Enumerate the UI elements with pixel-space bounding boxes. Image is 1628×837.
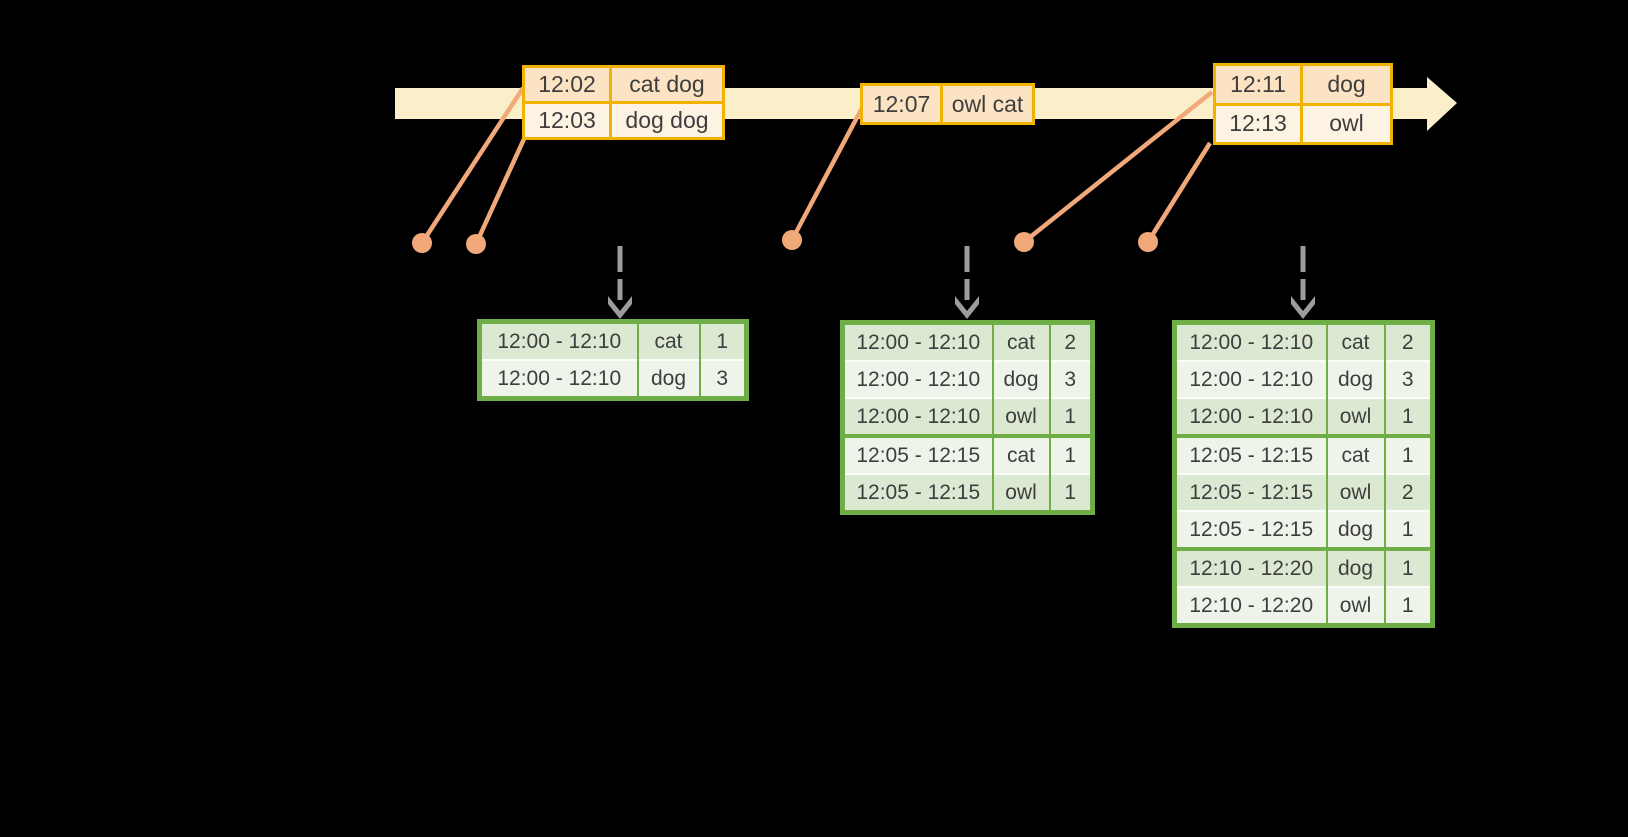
table-row: 12:00 - 12:10 cat 2 bbox=[842, 322, 1093, 361]
event-time: 12:02 bbox=[538, 71, 596, 97]
count-cell: 2 bbox=[1383, 322, 1433, 361]
count-cell: 1 bbox=[1383, 547, 1433, 587]
event-time: 12:03 bbox=[538, 107, 596, 133]
window-cell: 12:00 - 12:10 bbox=[1174, 322, 1327, 361]
table-row: 12:05 - 12:15 owl 1 bbox=[842, 473, 1093, 513]
table-row: 12:05 - 12:15 cat 1 bbox=[842, 434, 1093, 474]
event-dot-1203 bbox=[466, 234, 486, 254]
event-row: 12:03 dog dog bbox=[525, 101, 722, 137]
window-cell: 12:00 - 12:10 bbox=[1174, 360, 1327, 398]
word-cell: owl bbox=[1325, 397, 1385, 436]
count-cell: 3 bbox=[1048, 360, 1093, 398]
event-row: 12:11 dog bbox=[1216, 66, 1390, 103]
result-table-3: 12:00 - 12:10 cat 2 12:00 - 12:10 dog 3 … bbox=[1172, 320, 1435, 628]
event-row: 12:02 cat dog bbox=[525, 68, 722, 101]
window-cell: 12:05 - 12:15 bbox=[1174, 473, 1327, 511]
window-cell: 12:00 - 12:10 bbox=[479, 359, 638, 399]
count-cell: 2 bbox=[1048, 322, 1093, 361]
result-table-2: 12:00 - 12:10 cat 2 12:00 - 12:10 dog 3 … bbox=[840, 320, 1095, 515]
count-cell: 1 bbox=[1383, 586, 1433, 626]
window-cell: 12:10 - 12:20 bbox=[1174, 547, 1327, 587]
table-row: 12:00 - 12:10 cat 2 bbox=[1174, 322, 1433, 361]
window-cell: 12:00 - 12:10 bbox=[842, 397, 993, 436]
event-dot-1207 bbox=[782, 230, 802, 250]
window-cell: 12:00 - 12:10 bbox=[842, 322, 993, 361]
table-row: 12:05 - 12:15 cat 1 bbox=[1174, 434, 1433, 474]
window-cell: 12:00 - 12:10 bbox=[479, 321, 638, 360]
table-row: 12:05 - 12:15 dog 1 bbox=[1174, 510, 1433, 549]
event-words: dog bbox=[1300, 66, 1390, 103]
count-cell: 1 bbox=[1383, 397, 1433, 436]
event-dot-1211 bbox=[1014, 232, 1034, 252]
event-box-1: 12:02 cat dog 12:03 dog dog bbox=[522, 65, 725, 140]
count-cell: 3 bbox=[698, 359, 747, 399]
table-row: 12:10 - 12:20 dog 1 bbox=[1174, 547, 1433, 587]
trigger-arrow-3-icon bbox=[1291, 246, 1315, 319]
trigger-arrow-2-icon bbox=[955, 246, 979, 319]
word-cell: dog bbox=[1325, 547, 1385, 587]
count-cell: 2 bbox=[1383, 473, 1433, 511]
word-cell: dog bbox=[636, 359, 700, 399]
window-cell: 12:10 - 12:20 bbox=[1174, 586, 1327, 626]
word-cell: owl bbox=[991, 473, 1050, 513]
window-cell: 12:05 - 12:15 bbox=[842, 434, 993, 474]
event-box-3: 12:11 dog 12:13 owl bbox=[1213, 63, 1393, 145]
count-cell: 1 bbox=[1383, 510, 1433, 549]
word-cell: cat bbox=[991, 322, 1050, 361]
word-cell: owl bbox=[1325, 473, 1385, 511]
table-row: 12:10 - 12:20 owl 1 bbox=[1174, 586, 1433, 626]
event-dot-1213 bbox=[1138, 232, 1158, 252]
trigger-arrow-1-icon bbox=[608, 246, 632, 319]
word-cell: cat bbox=[991, 434, 1050, 474]
connector-line-1211 bbox=[1022, 90, 1214, 244]
connector-line-1213 bbox=[1146, 141, 1212, 244]
event-words: owl bbox=[1300, 105, 1390, 142]
event-time: 12:13 bbox=[1229, 110, 1287, 137]
count-cell: 1 bbox=[698, 321, 747, 360]
word-cell: dog bbox=[1325, 510, 1385, 549]
connector-line-1203 bbox=[473, 138, 527, 245]
event-words: owl cat bbox=[940, 86, 1032, 122]
word-cell: cat bbox=[636, 321, 700, 360]
event-row: 12:07 owl cat bbox=[863, 86, 1032, 122]
count-cell: 1 bbox=[1048, 434, 1093, 474]
table-row: 12:00 - 12:10 dog 3 bbox=[842, 360, 1093, 398]
count-cell: 1 bbox=[1048, 397, 1093, 436]
word-cell: owl bbox=[1325, 586, 1385, 626]
count-cell: 1 bbox=[1383, 434, 1433, 474]
table-row: 12:00 - 12:10 dog 3 bbox=[479, 359, 747, 399]
table-row: 12:00 - 12:10 cat 1 bbox=[479, 321, 747, 360]
event-time: 12:07 bbox=[872, 90, 931, 117]
event-words: dog dog bbox=[609, 104, 722, 137]
window-cell: 12:05 - 12:15 bbox=[842, 473, 993, 513]
event-words: cat dog bbox=[609, 68, 722, 101]
count-cell: 1 bbox=[1048, 473, 1093, 513]
window-cell: 12:05 - 12:15 bbox=[1174, 510, 1327, 549]
connector-line-1202 bbox=[420, 86, 525, 245]
word-cell: cat bbox=[1325, 322, 1385, 361]
table-row: 12:00 - 12:10 owl 1 bbox=[1174, 397, 1433, 436]
event-row: 12:13 owl bbox=[1216, 102, 1390, 142]
window-cell: 12:00 - 12:10 bbox=[1174, 397, 1327, 436]
event-box-2: 12:07 owl cat bbox=[860, 83, 1035, 125]
table-row: 12:00 - 12:10 dog 3 bbox=[1174, 360, 1433, 398]
table-row: 12:05 - 12:15 owl 2 bbox=[1174, 473, 1433, 511]
word-cell: cat bbox=[1325, 434, 1385, 474]
event-dot-1202 bbox=[412, 233, 432, 253]
timeline-arrowhead-icon bbox=[1427, 77, 1457, 131]
connector-line-1207 bbox=[790, 106, 864, 242]
word-cell: dog bbox=[991, 360, 1050, 398]
table-row: 12:00 - 12:10 owl 1 bbox=[842, 397, 1093, 436]
window-cell: 12:00 - 12:10 bbox=[842, 360, 993, 398]
result-table-1: 12:00 - 12:10 cat 1 12:00 - 12:10 dog 3 bbox=[477, 319, 749, 401]
count-cell: 3 bbox=[1383, 360, 1433, 398]
word-cell: dog bbox=[1325, 360, 1385, 398]
window-cell: 12:05 - 12:15 bbox=[1174, 434, 1327, 474]
event-time: 12:11 bbox=[1230, 70, 1286, 97]
word-cell: owl bbox=[991, 397, 1050, 436]
